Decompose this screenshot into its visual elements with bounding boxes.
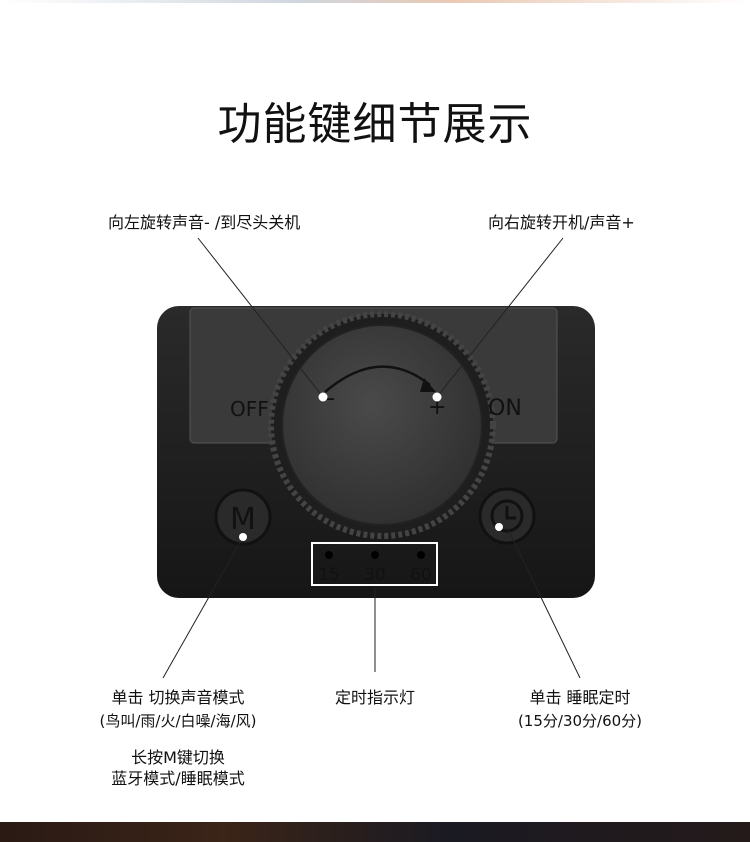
timer-indicator-label: 定时指示灯 bbox=[334, 688, 415, 707]
top-decor-bar bbox=[0, 0, 750, 3]
rotate-arrow-icon bbox=[324, 365, 431, 393]
m-button-label: M bbox=[230, 502, 256, 537]
callout-dot-plus bbox=[432, 392, 442, 402]
page-title: 功能键细节展示 bbox=[217, 99, 533, 150]
volume-knob[interactable] bbox=[268, 311, 496, 539]
callout-lines bbox=[162, 237, 581, 679]
timer-label-15: 15 bbox=[318, 565, 340, 585]
callout-dot-timer bbox=[495, 523, 503, 531]
timer-label-30: 30 bbox=[364, 565, 386, 585]
indicator-led-60 bbox=[417, 551, 425, 559]
right-rotate-label: 向右旋转开机/声音+ bbox=[488, 213, 635, 232]
timer-indicator-box bbox=[311, 542, 438, 586]
clock-icon bbox=[490, 499, 524, 533]
timer-button[interactable] bbox=[478, 487, 536, 545]
mode-label-line2: (鸟叫/雨/火/白噪/海/风) bbox=[99, 712, 257, 730]
indicator-led-30 bbox=[371, 551, 379, 559]
mode-label-line4: 蓝牙模式/睡眠模式 bbox=[111, 769, 245, 788]
mode-label-line1: 单击 切换声音模式 bbox=[111, 688, 245, 707]
timer-button-label-line1: 单击 睡眠定时 bbox=[529, 688, 631, 707]
on-label: ON bbox=[488, 396, 522, 421]
plus-label: + bbox=[428, 395, 446, 420]
callout-dot-m bbox=[239, 533, 247, 541]
timer-button-label-line2: (15分/30分/60分) bbox=[517, 712, 643, 730]
mode-m-button[interactable]: M bbox=[214, 488, 272, 546]
off-label: OFF bbox=[230, 397, 269, 421]
timer-label-60: 60 bbox=[410, 565, 432, 585]
bottom-decor-bar bbox=[0, 822, 750, 842]
indicator-led-15 bbox=[325, 551, 333, 559]
callout-dot-minus bbox=[318, 392, 328, 402]
left-rotate-label: 向左旋转声音- /到尽头关机 bbox=[108, 213, 301, 232]
mode-label-line3: 长按M键切换 bbox=[131, 748, 225, 767]
